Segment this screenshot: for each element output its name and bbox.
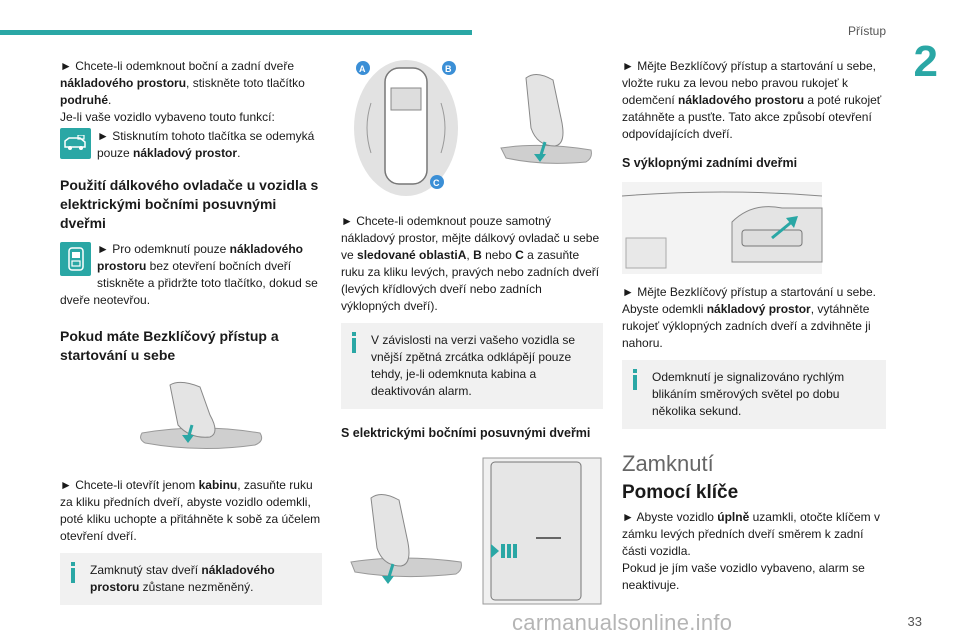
heading-keyless: Pokud máte Bezklíčový přístup a startová… <box>60 328 279 363</box>
info-note-indicators: Odemknutí je signalizováno rychlým bliká… <box>622 360 886 429</box>
heading-with-key: Pomocí klíče <box>622 482 739 503</box>
heading-sliding-doors: S elektrickými bočními posuvnými dveřmi <box>341 426 591 440</box>
van-unlock-icon <box>60 128 91 159</box>
info-note-cargo-lock: Zamknutý stav dveří nákladového prostoru… <box>60 553 322 605</box>
paragraph-cabin: ► Chcete-li otevřít jenom kabinu, zasuňt… <box>60 478 321 543</box>
hand-on-handle-illustration <box>60 375 322 465</box>
info-note-mirrors: V závislosti na verzi vašeho vozidla se … <box>341 323 603 409</box>
paragraph-unlock-rear: ► Chcete-li odemknout boční a zadní dveř… <box>60 59 305 124</box>
icon-row-cargo-text: ► Stisknutím tohoto tlačítka se odemyká … <box>97 129 315 160</box>
tailgate-illustration <box>621 182 886 274</box>
paragraph-remote-hold: ► Pro odemknutí pouze nákladového prosto… <box>60 242 318 307</box>
paragraph-key-lock: ► Abyste vozidlo úplně uzamkli, otočte k… <box>622 510 880 592</box>
watermark: carmanualsonline.info <box>512 610 733 635</box>
heading-remote-sliding: Použití dálkového ovladače u vozidla s e… <box>60 177 319 231</box>
info-icon <box>70 562 76 584</box>
chapter-number: 2 <box>913 37 938 86</box>
sliding-door-illustration <box>341 452 603 607</box>
column-3: ► Mějte Bezklíčový přístup a startování … <box>621 58 886 594</box>
zone-label-a: A <box>359 64 366 74</box>
column-1: ► Chcete-li odemknout boční a zadní dveř… <box>60 58 322 615</box>
sliding-door-icon <box>60 242 91 276</box>
column-2: A B C ► Chcete-li odemknout pouze samotn… <box>341 58 603 607</box>
paragraph-tailgate-unlock: ► Mějte Bezklíčový přístup a startování … <box>622 285 876 350</box>
heading-tailgate: S výklopnými zadními dveřmi <box>622 156 798 170</box>
heading-locking: Zamknutí <box>622 451 714 476</box>
header-accent-bar <box>0 30 472 35</box>
page-number: 33 <box>907 614 922 629</box>
paragraph-keyless-handle: ► Mějte Bezklíčový přístup a startování … <box>622 59 882 141</box>
info-icon <box>632 369 638 391</box>
paragraph-detection-zones: ► Chcete-li odemknout pouze samotný nákl… <box>341 214 600 313</box>
icon-row-cargo: ► Stisknutím tohoto tlačítka se odemyká … <box>60 128 322 162</box>
info-icon <box>351 332 357 354</box>
zone-label-b: B <box>445 64 452 74</box>
detection-zones-illustration: A B C <box>341 58 603 203</box>
section-title: Přístup <box>847 24 886 38</box>
zone-label-c: C <box>433 178 440 188</box>
